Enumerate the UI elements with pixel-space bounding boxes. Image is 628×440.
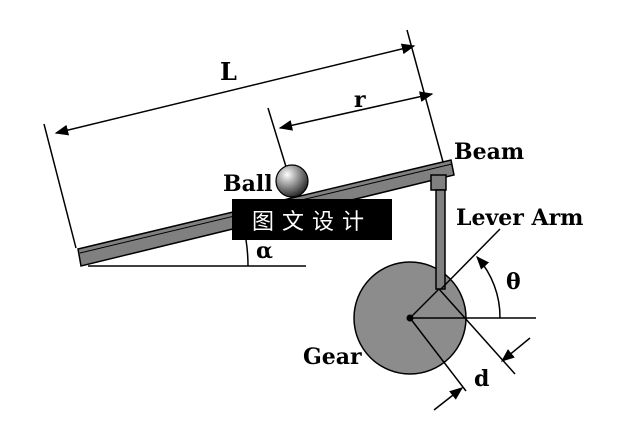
lever-arm-label: Lever Arm bbox=[456, 205, 583, 231]
lever-arm bbox=[435, 189, 446, 290]
beam-angle-label: α bbox=[256, 238, 273, 264]
gear-offset-label: d bbox=[474, 366, 489, 392]
ball bbox=[275, 164, 309, 198]
gear-offset-arrow-lower bbox=[433, 387, 464, 411]
lever-arm-pointer bbox=[440, 228, 501, 290]
length-dimension-arrow bbox=[54, 43, 416, 136]
gear-offset-arrow-upper bbox=[500, 337, 531, 362]
ball-position-label: r bbox=[354, 87, 366, 113]
length-label: L bbox=[220, 57, 237, 86]
length-extension-left bbox=[43, 123, 77, 249]
ball-position-arrow bbox=[278, 91, 434, 131]
ball-label: Ball bbox=[223, 171, 273, 197]
gear-label: Gear bbox=[303, 344, 362, 370]
gear-radius-line bbox=[409, 288, 440, 319]
beam-label: Beam bbox=[454, 139, 524, 165]
gear-angle-label: θ bbox=[506, 269, 521, 295]
theta-arc bbox=[476, 255, 501, 319]
gear-offset-extension-center bbox=[409, 317, 467, 392]
beam-pivot-block bbox=[430, 174, 447, 191]
ball-position-extension bbox=[267, 107, 288, 171]
watermark-text: 图文设计 bbox=[251, 209, 372, 235]
watermark-banner: 图文设计 bbox=[232, 199, 392, 240]
